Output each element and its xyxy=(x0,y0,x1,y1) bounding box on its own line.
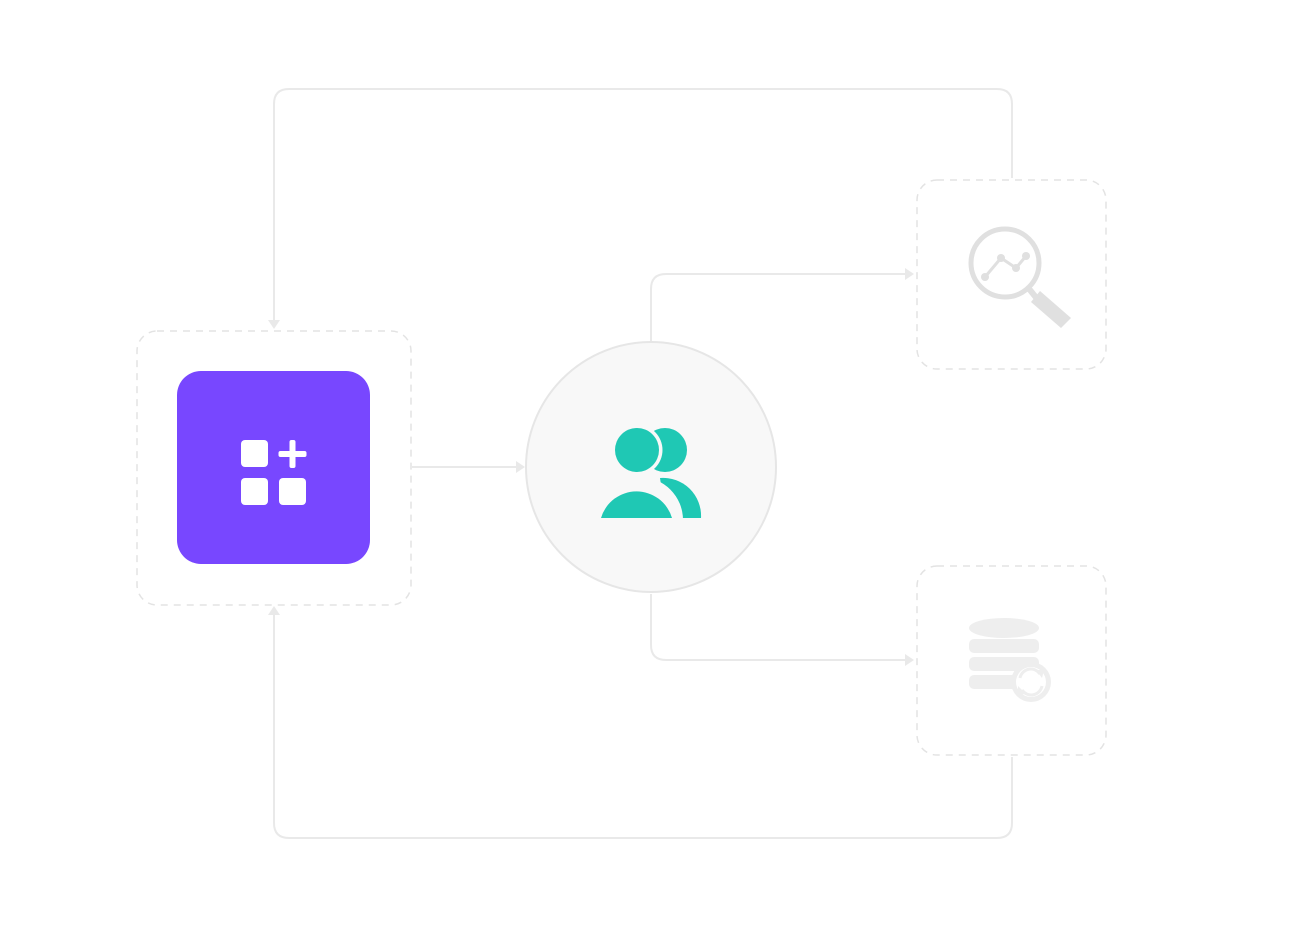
database-node-frame xyxy=(916,565,1107,756)
connector-analytics-to-app xyxy=(273,88,1013,320)
connector-database-to-app xyxy=(273,614,1013,839)
connector-hub-to-analytics xyxy=(650,273,906,342)
arrow-into-hub xyxy=(516,461,525,473)
connector-hub-to-database xyxy=(650,594,906,661)
app-tile[interactable] xyxy=(177,371,370,564)
database-node[interactable] xyxy=(916,565,1107,756)
arrow-into-app-bottom xyxy=(268,606,280,615)
analytics-node-frame xyxy=(916,179,1107,370)
magnifier-chart-icon xyxy=(968,226,1071,328)
app-node-frame xyxy=(136,330,412,606)
arrow-into-database xyxy=(905,654,914,666)
database-sync-icon xyxy=(969,618,1051,702)
arrow-into-app-top xyxy=(268,320,280,329)
analytics-node[interactable] xyxy=(916,179,1107,370)
users-hub-node[interactable] xyxy=(525,341,777,593)
app-node[interactable] xyxy=(136,330,412,606)
add-app-icon xyxy=(241,440,307,505)
arrow-into-analytics xyxy=(905,268,914,280)
users-icon xyxy=(597,424,702,520)
